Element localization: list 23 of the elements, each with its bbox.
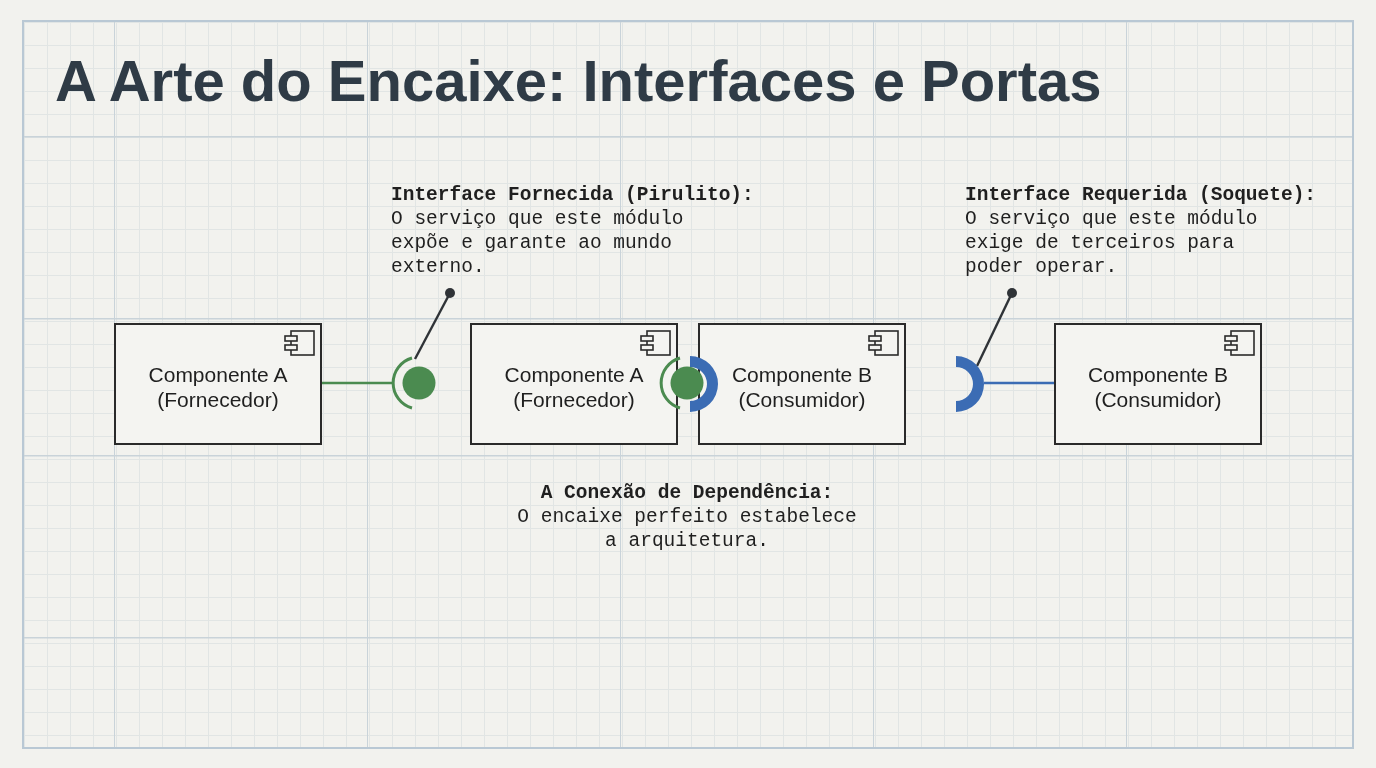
component-box bbox=[1054, 323, 1262, 445]
component-box bbox=[114, 323, 322, 445]
component-box bbox=[698, 323, 906, 445]
lollipop-symbol bbox=[391, 355, 437, 411]
component-label: Componente A (Fornecedor) bbox=[503, 361, 645, 412]
callout-heading: Interface Requerida (Soquete): bbox=[965, 183, 1317, 207]
caption-heading: A Conexão de Dependência: bbox=[540, 481, 834, 505]
caption-text: O encaixe perfeito estabelece a arquitetura. bbox=[516, 505, 858, 553]
connector-line bbox=[322, 381, 392, 385]
lollipop-symbol bbox=[659, 355, 705, 411]
socket-symbol bbox=[956, 356, 985, 412]
component-box bbox=[470, 323, 678, 445]
leader-line bbox=[413, 288, 455, 360]
component-label: Componente A (Fornecedor) bbox=[147, 361, 289, 412]
component-label: Componente B (Consumidor) bbox=[1086, 361, 1230, 412]
callout-text: O serviço que este módulo exige de terceiros para poder operar. bbox=[965, 207, 1259, 279]
title: A Arte do Encaixe: Interfaces e Portas bbox=[55, 52, 1102, 110]
socket-symbol bbox=[690, 356, 719, 412]
component-label: Componente B (Consumidor) bbox=[730, 361, 874, 412]
connector-line bbox=[984, 381, 1054, 385]
callout-text: O serviço que este módulo expõe e garante ao mundo externo. bbox=[391, 207, 685, 279]
callout-heading: Interface Fornecida (Pirulito): bbox=[391, 183, 754, 207]
leader-line bbox=[975, 288, 1017, 367]
